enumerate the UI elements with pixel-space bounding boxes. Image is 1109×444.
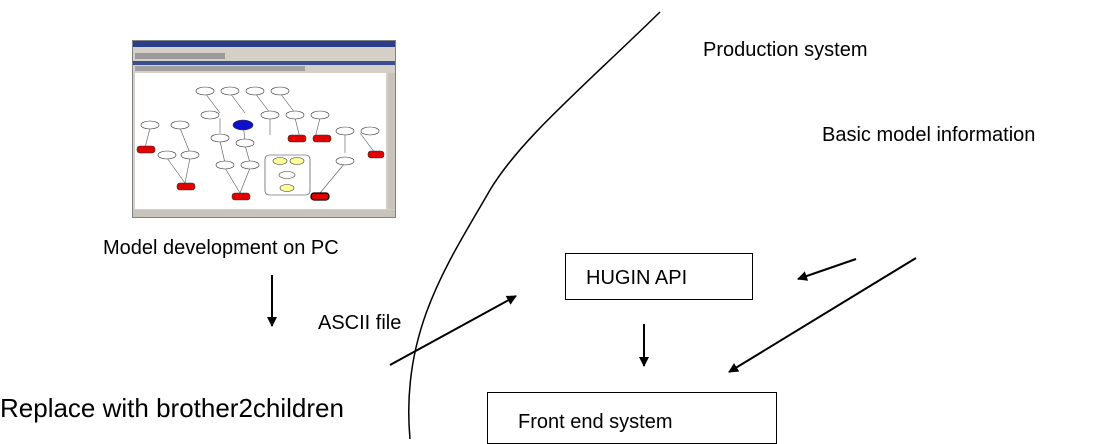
production-system-label: Production system (703, 39, 868, 61)
ascii-file-label: ASCII file (318, 312, 402, 334)
basic-model-info-label: Basic model information (822, 124, 1036, 146)
hugin-screenshot-thumbnail (132, 40, 396, 218)
thumbnail-subwindow-toolbar (135, 66, 305, 71)
divider-curve (408, 11, 661, 439)
front-end-system-box: Front end system (487, 392, 777, 444)
thumbnail-subwindow-titlebar (133, 61, 395, 65)
replace-note-label: Replace with brother2children (0, 393, 344, 423)
hugin-api-box: HUGIN API (565, 253, 753, 300)
thumbnail-network-canvas (135, 73, 386, 209)
thumbnail-menubar (133, 47, 395, 52)
front-end-system-label: Front end system (518, 411, 673, 433)
thumbnail-statusbar (133, 210, 395, 217)
model-development-label: Model development on PC (103, 237, 339, 259)
thumbnail-titlebar (133, 41, 395, 47)
thumbnail-scrollbar (388, 73, 395, 209)
arrow-ascii-to-hugin (389, 295, 517, 366)
arrow-basicinfo-to-frontend (728, 257, 917, 373)
hugin-api-label: HUGIN API (586, 267, 688, 289)
network-graph (136, 86, 385, 201)
arrow-basicinfo-to-hugin (797, 258, 857, 281)
thumbnail-toolbar (135, 53, 225, 59)
